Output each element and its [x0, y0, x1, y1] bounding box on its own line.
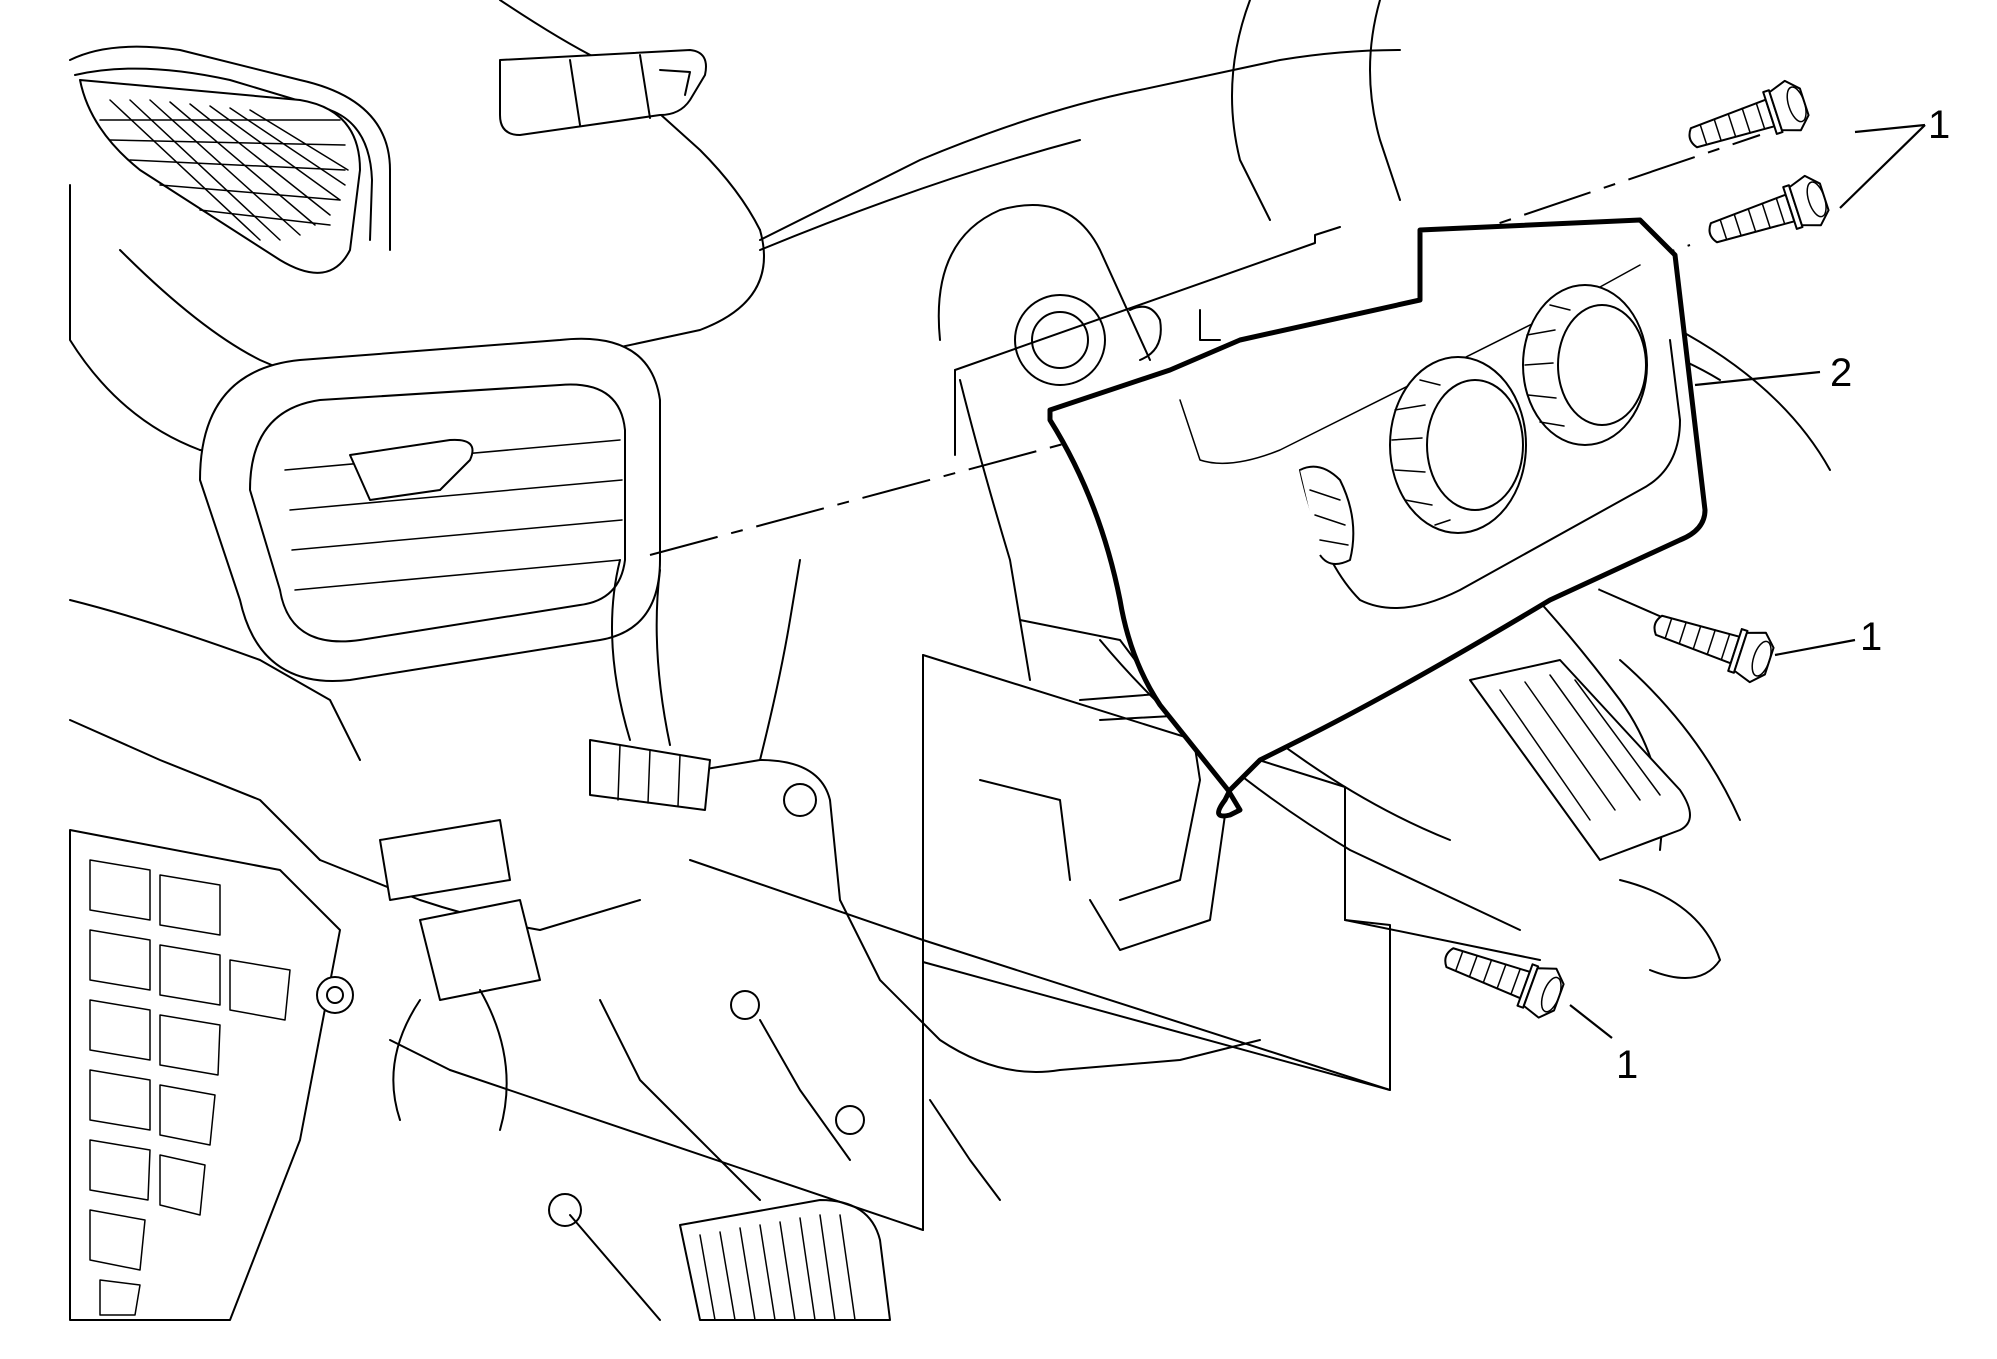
projection-box-upper [954, 226, 1341, 456]
bolt-top-2 [1708, 174, 1830, 244]
projection-box-lower [922, 654, 1391, 1231]
lower-dashboard [69, 559, 1261, 1201]
bolt-top-1 [1688, 79, 1810, 149]
callout-bolt-bottom: 1 [1616, 1043, 1638, 1087]
leader-lines [1569, 123, 1926, 1039]
hazard-switch-module [499, 49, 707, 136]
fuse-block [69, 829, 341, 1321]
bolt-right [1653, 614, 1775, 684]
temperature-knob [1389, 356, 1527, 534]
callout-panel: 2 [1830, 351, 1852, 395]
fan-speed-knob [1522, 284, 1648, 446]
wiring-connectors [316, 559, 865, 1227]
steering-wheel-spokes [1469, 659, 1721, 979]
callout-bolt-top-pair: 1 [1928, 103, 1950, 147]
left-air-vent [79, 79, 361, 274]
projection-lines [389, 859, 1541, 1231]
climate-control-faceplate [1047, 217, 1708, 819]
mode-dial [1299, 465, 1355, 565]
accelerator-pedal [569, 1199, 891, 1321]
callout-bolt-right: 1 [1860, 615, 1882, 659]
center-air-vent [199, 337, 661, 682]
bolt-bottom [1444, 947, 1565, 1019]
